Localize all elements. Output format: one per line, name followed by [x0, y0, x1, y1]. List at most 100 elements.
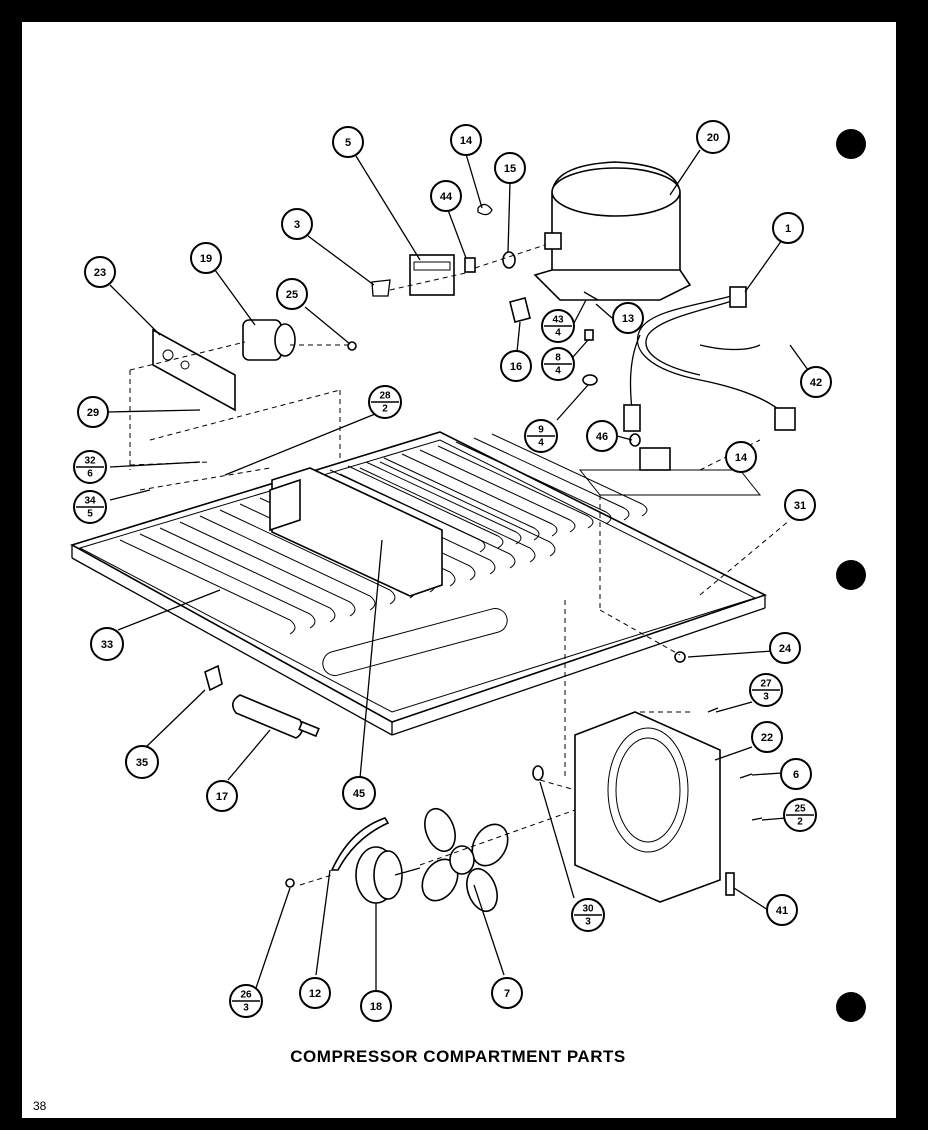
callout-circle — [491, 977, 523, 1009]
callout-13: 13 — [612, 302, 644, 334]
coil-tube — [419, 449, 576, 533]
callout-quantity: 2 — [797, 817, 803, 828]
callout-quantity: 4 — [555, 366, 561, 377]
coil-tube — [455, 441, 612, 525]
callout-circle — [332, 126, 364, 158]
callout-circle — [800, 366, 832, 398]
coil-tube — [359, 467, 536, 563]
callout-7: 7 — [491, 977, 523, 1009]
callout-part-number: 5 — [345, 137, 351, 149]
callout-quantity: 3 — [763, 692, 769, 703]
callout-41: 41 — [766, 894, 798, 926]
control-bracket — [152, 328, 236, 412]
condenser-coil — [119, 433, 648, 635]
coil-tube — [347, 465, 504, 549]
callout-part-number: 41 — [776, 905, 788, 917]
coil-tube — [491, 433, 648, 517]
callout-part-number: 15 — [504, 163, 516, 175]
leader-lines — [107, 149, 809, 990]
callout-part-number: 20 — [707, 132, 719, 144]
callout-part-number: 19 — [200, 253, 212, 265]
filter-drier — [232, 694, 320, 739]
compressor — [533, 161, 692, 301]
callout-circle — [299, 977, 331, 1009]
callout-part-number: 44 — [440, 191, 453, 203]
callout-5: 5 — [332, 126, 364, 158]
callout-part-number: 12 — [309, 988, 321, 1000]
start-relay — [409, 254, 455, 296]
callout-28: 282 — [368, 385, 402, 419]
coil-tube — [319, 479, 496, 575]
callout-46: 46 — [586, 420, 618, 452]
callout-14a: 14 — [450, 124, 482, 156]
callout-quantity: 3 — [585, 917, 591, 928]
callout-part-number: 24 — [779, 643, 792, 655]
callout-part-number: 9 — [538, 425, 544, 436]
callout-part-number: 34 — [84, 496, 96, 507]
binder-hole-1 — [836, 129, 866, 159]
callout-part-number: 1 — [785, 223, 791, 235]
callout-circle — [766, 894, 798, 926]
callout-43: 434 — [541, 309, 575, 343]
callout-circle — [784, 489, 816, 521]
coil-tube — [219, 509, 396, 605]
coil-tube — [159, 527, 336, 623]
callout-circle — [751, 721, 783, 753]
callout-18: 18 — [360, 990, 392, 1022]
callout-29: 29 — [77, 396, 109, 428]
callout-1: 1 — [772, 212, 804, 244]
callout-part-number: 42 — [810, 377, 822, 389]
callout-35: 35 — [125, 745, 159, 779]
coil-tube — [279, 491, 456, 587]
callout-6: 6 — [780, 758, 812, 790]
callout-20: 20 — [696, 120, 730, 154]
callout-part-number: 31 — [794, 500, 806, 512]
callout-part-number: 45 — [353, 788, 365, 800]
callout-9: 94 — [524, 419, 558, 453]
callout-24: 24 — [769, 632, 801, 664]
callout-part-number: 29 — [87, 407, 99, 419]
callout-32: 326 — [73, 450, 107, 484]
callout-quantity: 5 — [87, 509, 93, 520]
callout-33: 33 — [90, 627, 124, 661]
callout-31: 31 — [784, 489, 816, 521]
callout-circle — [769, 632, 801, 664]
callout-quantity: 4 — [555, 328, 561, 339]
callout-17: 17 — [206, 780, 238, 812]
callout-19: 19 — [190, 242, 222, 274]
fan-motor — [355, 846, 421, 904]
callout-26: 263 — [229, 984, 263, 1018]
callout-part-number: 7 — [504, 988, 510, 1000]
callout-part-number: 14 — [460, 135, 473, 147]
coil-tube — [473, 437, 630, 521]
callout-8: 84 — [541, 347, 575, 381]
callout-part-number: 16 — [510, 361, 522, 373]
assembly-lines — [129, 244, 791, 886]
coil-tube — [339, 473, 516, 569]
callout-part-number: 6 — [793, 769, 799, 781]
callout-circle — [772, 212, 804, 244]
callout-15: 15 — [494, 152, 526, 184]
callout-circle — [206, 780, 238, 812]
callout-14b: 14 — [725, 441, 757, 473]
callout-part-number: 35 — [136, 757, 148, 769]
coil-tube — [329, 469, 486, 553]
callout-quantity: 2 — [382, 404, 388, 415]
callout-part-number: 17 — [216, 791, 228, 803]
coil-tube — [119, 539, 296, 635]
callout-part-number: 26 — [240, 990, 252, 1001]
callout-34: 345 — [73, 490, 107, 524]
callout-circle — [90, 627, 124, 661]
page-number: 38 — [33, 1099, 47, 1113]
callout-circle — [77, 396, 109, 428]
callout-quantity: 6 — [87, 469, 93, 480]
callout-22: 22 — [751, 721, 783, 753]
coil-tube — [299, 485, 476, 581]
callout-circle — [360, 990, 392, 1022]
coil-tube — [379, 461, 556, 557]
callout-part-number: 3 — [294, 219, 300, 231]
callout-circle — [780, 758, 812, 790]
coil-tube — [179, 521, 356, 617]
